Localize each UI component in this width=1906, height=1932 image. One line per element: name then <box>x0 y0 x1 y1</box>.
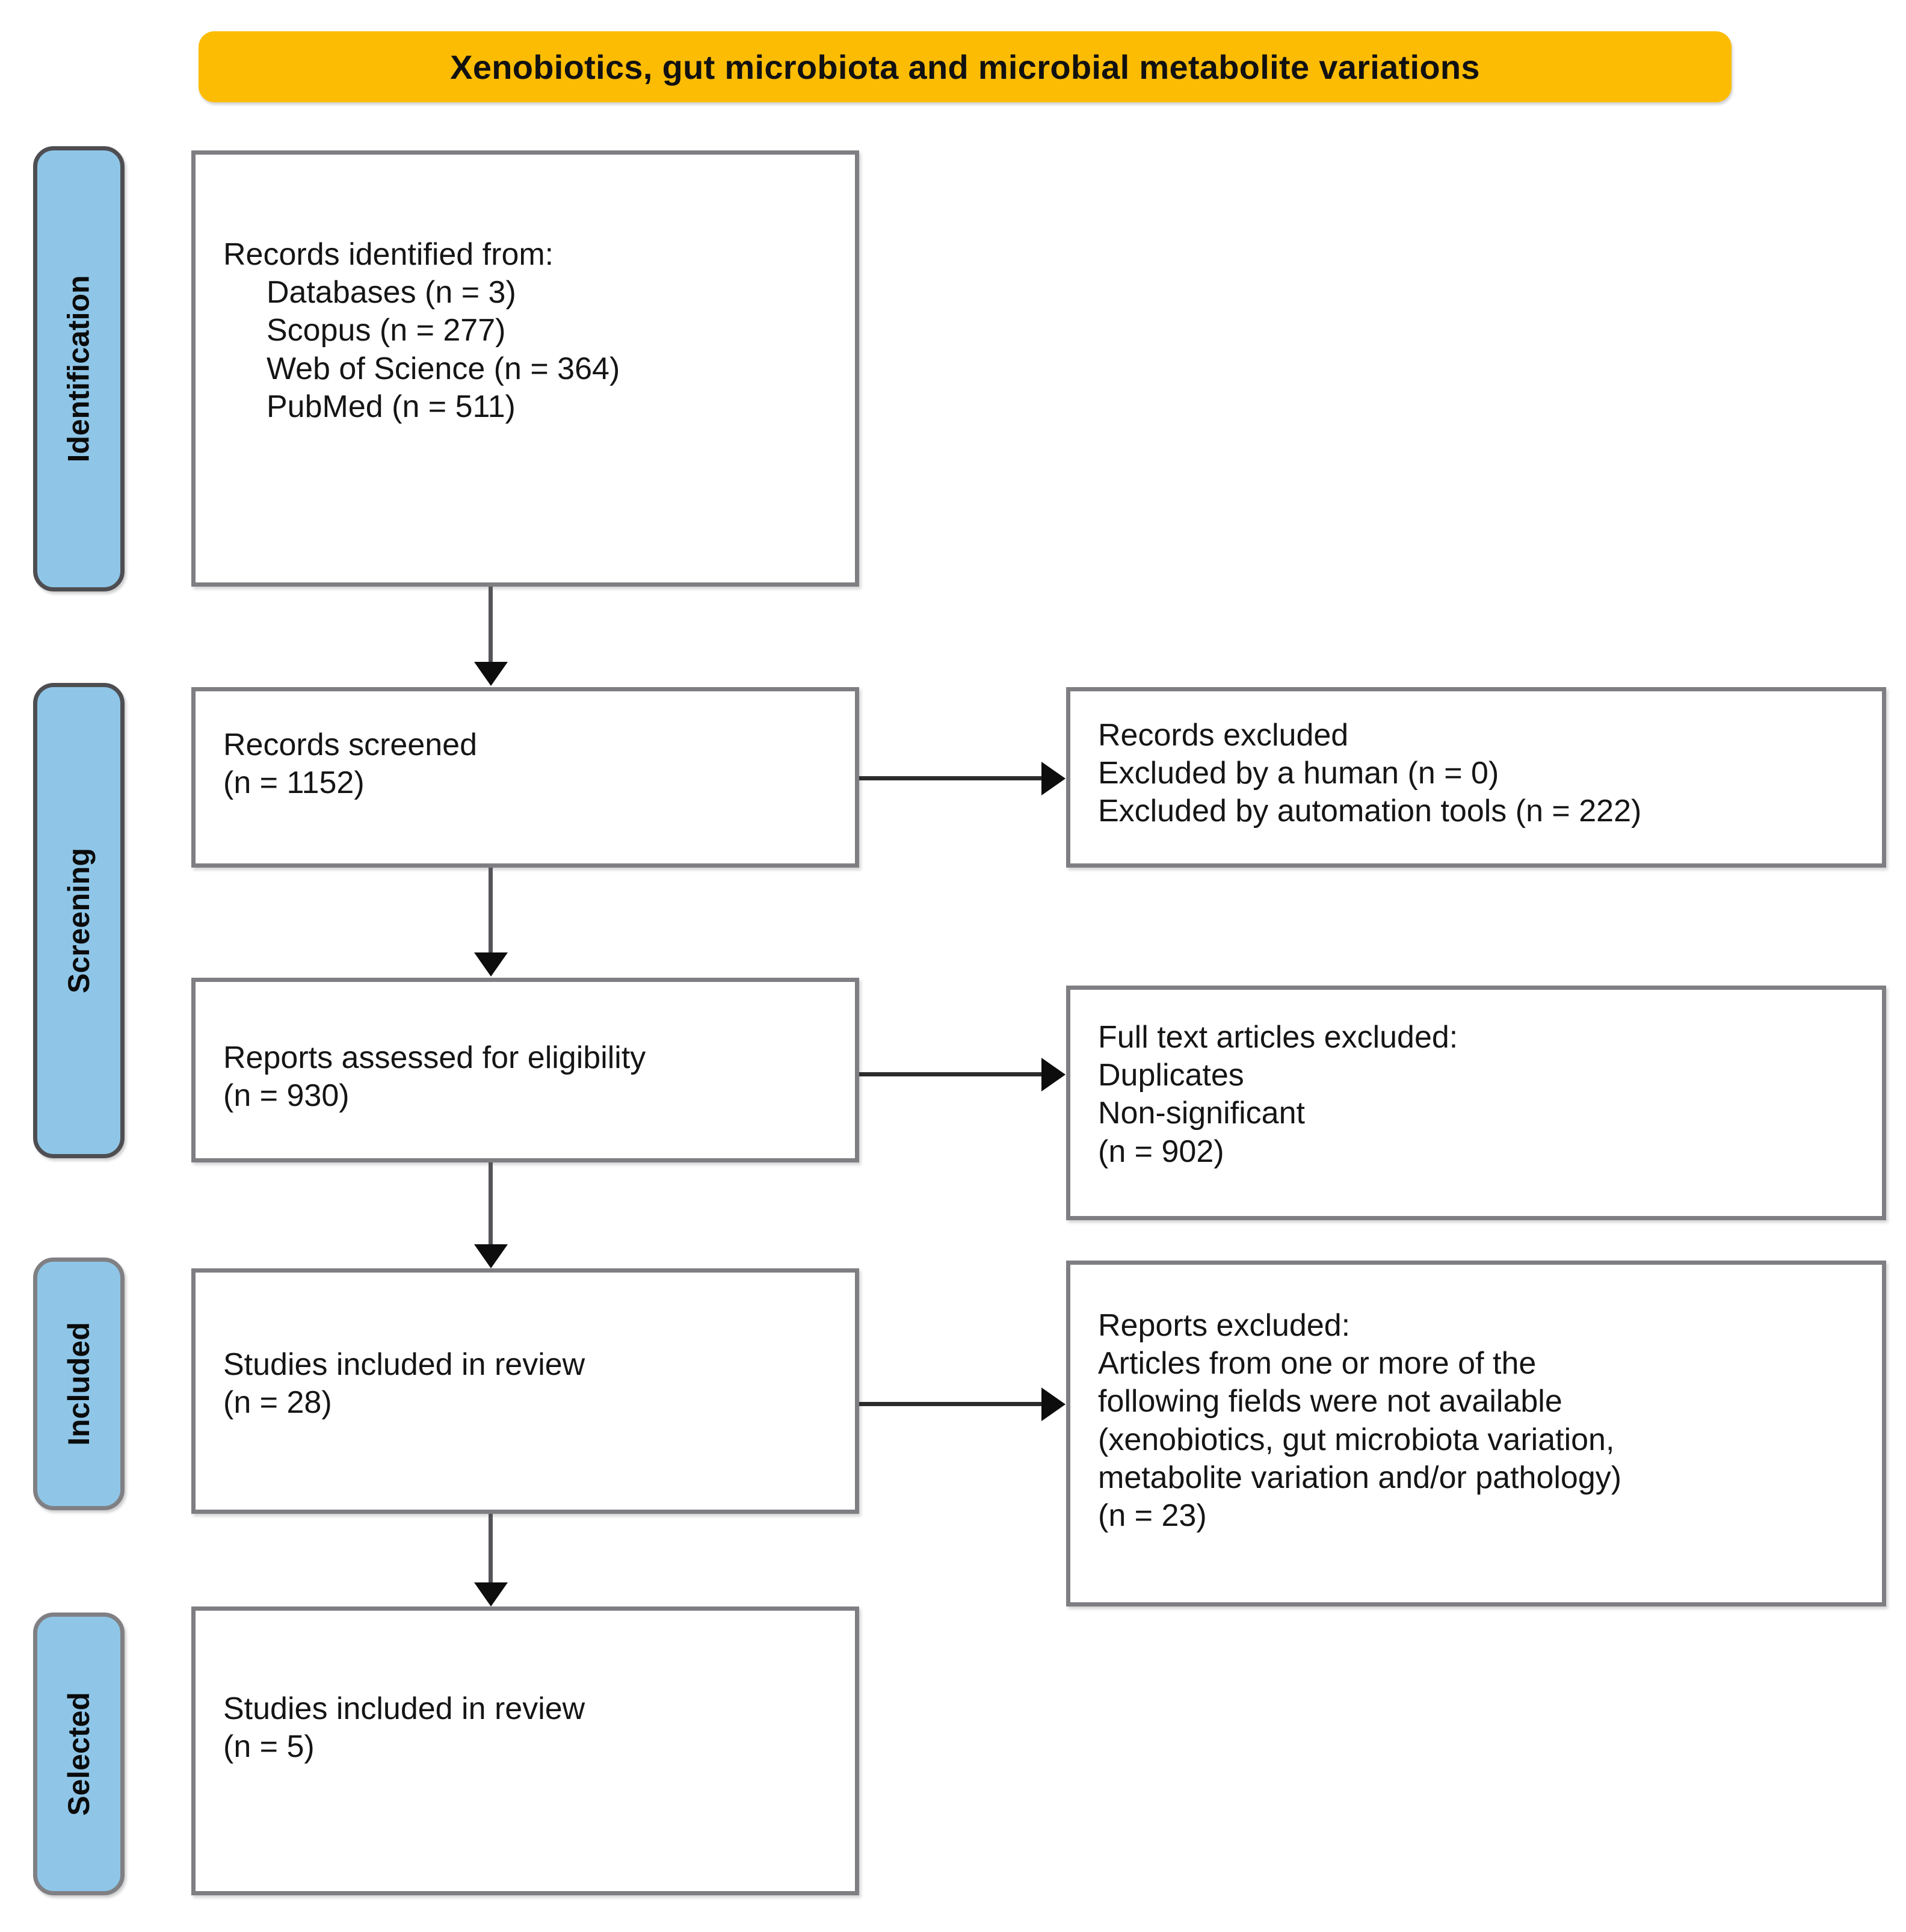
stage-tab-identification: Identification <box>33 146 125 591</box>
box-line: Studies included in review <box>223 1691 585 1726</box>
connector-line-vertical <box>489 868 493 957</box>
stage-tab-included: Included <box>33 1258 125 1510</box>
box-line: (n = 23) <box>1098 1498 1207 1533</box>
box-line: Scopus (n = 277) <box>267 313 506 348</box>
box-line: (xenobiotics, gut microbiota variation, <box>1098 1422 1615 1457</box>
box-reports-excluded: Reports excluded: Articles from one or m… <box>1066 1261 1886 1606</box>
box-records-identified: Records identified from: Databases (n = … <box>191 150 859 587</box>
connector-arrow-down <box>474 662 508 686</box>
connector-line-vertical <box>489 587 493 666</box>
connector-arrow-down <box>474 1244 508 1268</box>
connector-arrow-right <box>1041 1387 1066 1421</box>
box-records-excluded: Records excluded Excluded by a human (n … <box>1066 687 1886 868</box>
box-line: Records excluded <box>1098 718 1349 753</box>
box-records-screened: Records screened (n = 1152) <box>191 687 859 868</box>
box-line: (n = 930) <box>223 1078 350 1114</box>
box-line: PubMed (n = 511) <box>267 389 516 424</box>
connector-line-horizontal <box>859 776 1046 780</box>
box-line: Records identified from: <box>223 237 554 272</box>
diagram-title-banner: Xenobiotics, gut microbiota and microbia… <box>199 31 1732 102</box>
stage-tab-identification-label: Identification <box>62 275 96 463</box>
box-line: Full text articles excluded: <box>1098 1020 1458 1055</box>
connector-arrow-down <box>474 1582 508 1606</box>
box-line: Databases (n = 3) <box>267 275 516 310</box>
stage-tab-included-label: Included <box>62 1322 96 1446</box>
box-line: metabolite variation and/or pathology) <box>1098 1460 1622 1495</box>
connector-line-horizontal <box>859 1072 1046 1076</box>
box-line: Studies included in review <box>223 1347 585 1382</box>
box-line: (n = 5) <box>223 1729 315 1765</box>
box-fulltext-excluded: Full text articles excluded: Duplicates … <box>1066 986 1886 1220</box>
box-line: (n = 28) <box>223 1385 332 1421</box>
box-line: Excluded by a human (n = 0) <box>1098 756 1499 791</box>
stage-tab-screening: Screening <box>33 683 125 1158</box>
connector-arrow-right <box>1041 762 1066 795</box>
stage-tab-selected-label: Selected <box>62 1692 96 1816</box>
box-line: Records screened <box>223 727 477 762</box>
box-line: (n = 1152) <box>223 765 365 801</box>
box-line: Duplicates <box>1098 1058 1244 1093</box>
connector-line-vertical <box>489 1514 493 1586</box>
connector-line-horizontal <box>859 1402 1046 1406</box>
box-studies-selected: Studies included in review (n = 5) <box>191 1606 859 1895</box>
box-line: Non-significant <box>1098 1096 1305 1131</box>
diagram-title: Xenobiotics, gut microbiota and microbia… <box>450 48 1480 86</box>
box-line: Web of Science (n = 364) <box>267 351 620 386</box>
stage-tab-selected: Selected <box>33 1613 125 1895</box>
box-line: following fields were not available <box>1098 1384 1562 1419</box>
box-reports-assessed: Reports assessed for eligibility (n = 93… <box>191 978 859 1162</box>
box-line: (n = 902) <box>1098 1134 1224 1169</box>
connector-arrow-down <box>474 952 508 977</box>
box-studies-included: Studies included in review (n = 28) <box>191 1268 859 1514</box>
box-line: Excluded by automation tools (n = 222) <box>1098 794 1642 829</box>
box-line: Reports excluded: <box>1098 1308 1351 1343</box>
box-line: Articles from one or more of the <box>1098 1346 1537 1381</box>
connector-arrow-right <box>1041 1058 1066 1091</box>
box-line: Reports assessed for eligibility <box>223 1040 646 1075</box>
stage-tab-screening-label: Screening <box>62 848 96 993</box>
connector-line-vertical <box>489 1162 493 1248</box>
